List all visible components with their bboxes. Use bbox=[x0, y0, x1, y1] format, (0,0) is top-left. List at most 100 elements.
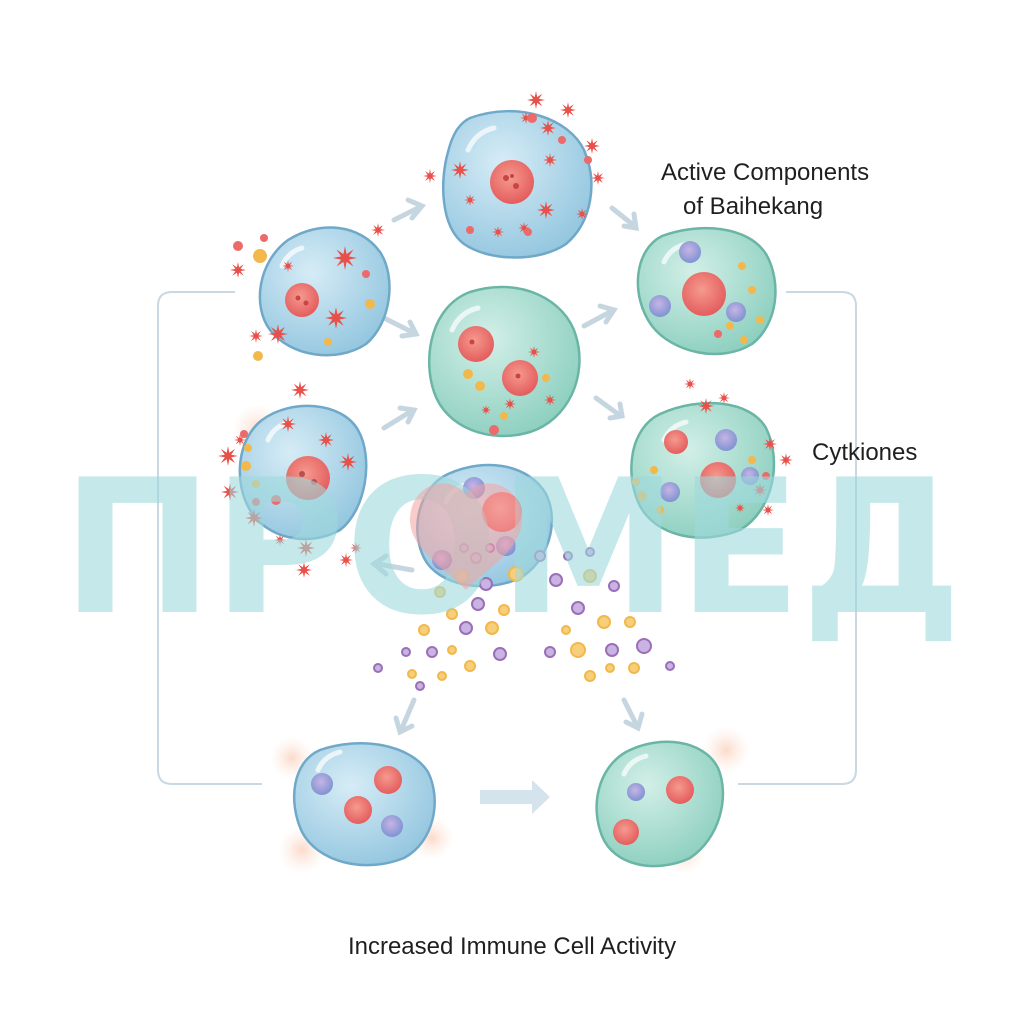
granule-dot bbox=[500, 412, 508, 420]
cytokine-star-icon bbox=[423, 169, 437, 183]
particle-dot bbox=[624, 616, 636, 628]
granule-dot bbox=[240, 430, 248, 438]
particle-dot bbox=[665, 661, 675, 671]
cytokine-star-icon bbox=[684, 378, 696, 390]
cytokine-star-icon bbox=[325, 307, 347, 329]
arrow-head-icon bbox=[397, 405, 418, 425]
cytokine-star-icon bbox=[464, 194, 476, 206]
cytokine-star-icon bbox=[333, 246, 357, 270]
particle-dot bbox=[583, 569, 597, 583]
particle-dot bbox=[459, 543, 469, 553]
arrow-left-icon bbox=[375, 561, 415, 573]
particle-dot bbox=[544, 646, 556, 658]
arrow-right-icon bbox=[381, 409, 413, 431]
particle-dot bbox=[434, 586, 446, 598]
arrow-head-icon bbox=[399, 319, 420, 339]
cytokine-star-icon bbox=[576, 208, 588, 220]
granule-dot bbox=[584, 156, 592, 164]
cytokine-star-icon bbox=[560, 102, 576, 118]
particle-dot bbox=[508, 566, 524, 582]
cell-bottom-left bbox=[270, 736, 454, 874]
particle-dot bbox=[584, 670, 596, 682]
cell-middle-right bbox=[630, 401, 776, 539]
particle-dot bbox=[485, 543, 495, 553]
particle-dot bbox=[585, 547, 595, 557]
outer-connector-right bbox=[738, 291, 857, 785]
label-active-components: Active Components bbox=[661, 159, 870, 186]
cell-middle-left bbox=[232, 404, 368, 541]
cytokine-star-icon bbox=[527, 91, 545, 109]
particle-dot bbox=[464, 660, 476, 672]
granule-dot bbox=[637, 491, 647, 501]
cytokine-star-icon bbox=[282, 260, 294, 272]
arrow-right-icon bbox=[381, 315, 415, 335]
cytokine-star-icon bbox=[280, 416, 296, 432]
granule-dot bbox=[650, 466, 658, 474]
particle-dot bbox=[608, 580, 620, 592]
granule-dot bbox=[244, 444, 252, 452]
cytokine-star-icon bbox=[339, 453, 357, 471]
granule-dot bbox=[241, 461, 251, 471]
granule-dot bbox=[748, 286, 756, 294]
arrow-head-icon bbox=[393, 715, 415, 736]
granule-dot bbox=[253, 249, 267, 263]
cytokine-star-icon bbox=[350, 542, 362, 554]
cytokine-star-icon bbox=[544, 394, 556, 406]
cytokine-star-icon bbox=[318, 432, 334, 448]
arrow-right-icon bbox=[593, 395, 621, 417]
arrow-head-icon bbox=[597, 303, 618, 325]
particle-dot bbox=[605, 663, 615, 673]
label-increased-immune-activity: Increased Immune Cell Activity bbox=[347, 933, 677, 960]
flow-arrows bbox=[369, 197, 645, 736]
particle-dot bbox=[407, 669, 417, 679]
cytokine-star-icon bbox=[249, 329, 263, 343]
arrow-head-icon bbox=[607, 401, 625, 421]
cytokine-star-icon bbox=[540, 120, 556, 136]
particle-dot bbox=[415, 681, 425, 691]
particle-dot bbox=[628, 662, 640, 674]
granule-dot bbox=[324, 338, 332, 346]
particle-dot bbox=[426, 646, 438, 658]
cell-middle-center bbox=[427, 285, 581, 438]
cytokine-star-icon bbox=[762, 504, 774, 516]
granule-dot bbox=[475, 381, 485, 391]
granule-dot bbox=[542, 374, 550, 382]
particle-dot bbox=[401, 647, 411, 657]
arrow-down-right-icon bbox=[621, 697, 639, 727]
cytokine-star-icon bbox=[528, 346, 540, 358]
particle-dot bbox=[534, 550, 546, 562]
particle-dot bbox=[470, 552, 482, 564]
granule-dot bbox=[260, 234, 268, 242]
cytokine-star-icon bbox=[268, 324, 288, 344]
cytokine-star-icon bbox=[451, 161, 469, 179]
cytokine-star-icon bbox=[221, 483, 239, 501]
cytokine-star-icon bbox=[371, 223, 385, 237]
granule-dot bbox=[252, 480, 260, 488]
cytokine-star-icon bbox=[218, 446, 238, 466]
outer-connector-left bbox=[157, 291, 262, 785]
granule-dot bbox=[489, 425, 499, 435]
particle-dot bbox=[493, 647, 507, 661]
granule-dot bbox=[632, 478, 640, 486]
granule-dot bbox=[365, 299, 375, 309]
particle-dot bbox=[571, 601, 585, 615]
granule-dot bbox=[527, 113, 537, 123]
granule-dots bbox=[233, 113, 770, 514]
label-of-baihekang: of Baihekang bbox=[683, 193, 824, 220]
cytokine-star-icon bbox=[763, 437, 777, 451]
arrow-right-icon bbox=[609, 205, 635, 227]
particle-dot bbox=[479, 577, 493, 591]
granule-dot bbox=[726, 322, 734, 330]
granule-dot bbox=[762, 472, 770, 480]
arrow-head-icon bbox=[405, 197, 427, 221]
granule-dot bbox=[714, 330, 722, 338]
particle-dot bbox=[455, 569, 469, 583]
granule-dot bbox=[271, 495, 281, 505]
cytokine-star-icon bbox=[591, 171, 605, 185]
particle-dot bbox=[636, 638, 652, 654]
granule-dot bbox=[656, 506, 664, 514]
cytokine-star-icon bbox=[297, 539, 315, 557]
particle-dot bbox=[605, 643, 619, 657]
granule-dot bbox=[466, 226, 474, 234]
